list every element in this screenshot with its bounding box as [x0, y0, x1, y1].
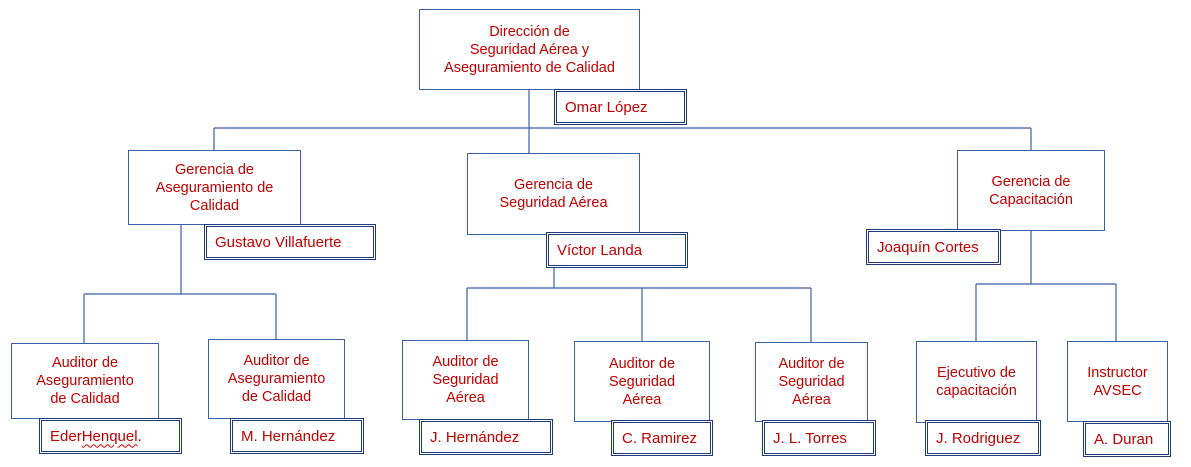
staff-name-box-5: J. L. Torres: [762, 420, 876, 456]
staff-name-prefix: Eder: [50, 427, 82, 445]
staff-role-box-3: Auditor de Seguridad Aérea: [402, 340, 529, 420]
director-role-box: Dirección de Seguridad Aérea y Asegurami…: [419, 9, 640, 90]
staff-name-suffix: .: [137, 427, 142, 445]
manager-name-box-training: Joaquín Cortes: [866, 229, 1001, 265]
staff-role-box-4: Auditor de Seguridad Aérea: [574, 341, 710, 422]
staff-name-box-3: J. Hernández: [419, 419, 553, 455]
manager-role-box-quality: Gerencia de Aseguramiento de Calidad: [128, 150, 301, 225]
staff-name-box-1: Eder Henquel.: [39, 418, 182, 454]
staff-role-box-7: Instructor AVSEC: [1067, 341, 1168, 422]
staff-role-box-5: Auditor de Seguridad Aérea: [755, 342, 868, 422]
staff-name-box-2: M. Hernández: [230, 418, 364, 454]
staff-name-spellcheck-word: Henquel: [81, 427, 138, 445]
staff-role-box-1: Auditor de Aseguramiento de Calidad: [11, 343, 159, 419]
staff-name-box-7: A. Duran: [1083, 421, 1171, 457]
manager-name-box-safety: Víctor Landa: [546, 232, 688, 268]
manager-role-box-training: Gerencia de Capacitación: [957, 150, 1105, 231]
manager-role-box-safety: Gerencia de Seguridad Aérea: [467, 153, 640, 235]
staff-role-box-2: Auditor de Aseguramiento de Calidad: [208, 339, 345, 419]
staff-role-box-6: Ejecutivo de capacitación: [916, 341, 1037, 423]
director-name-box: Omar López: [554, 89, 687, 125]
manager-name-box-quality: Gustavo Villafuerte: [204, 224, 376, 260]
staff-name-box-4: C. Ramirez: [611, 420, 713, 456]
staff-name-box-6: J. Rodriguez: [925, 420, 1041, 456]
